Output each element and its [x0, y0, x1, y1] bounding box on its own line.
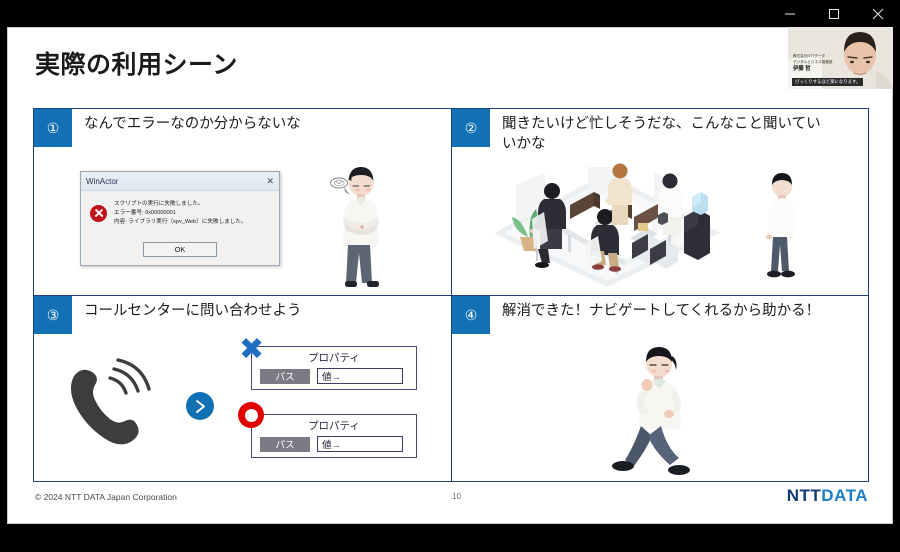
property-card-2-value[interactable]: 値→	[317, 436, 403, 452]
speaker-webcam-overlay[interactable]: 株式会社NTTデータ デジタルビジネス推進部 伊藤 哲 びっくりするほど楽になり…	[788, 27, 893, 89]
forward-arrow-icon	[186, 392, 214, 420]
scenario-panel-1: ① なんでエラーなのか分からないな WinActor ✕ スクリプトの実	[33, 108, 451, 295]
logo-data-text: DATA	[821, 486, 868, 505]
ntt-data-logo: NTTDATA	[787, 486, 868, 506]
panel-3-number-badge: ③	[34, 296, 72, 334]
prohibited-mark-icon	[238, 402, 264, 428]
scenario-panel-4: ④ 解消できた！ナビゲートしてくれるから助かる！	[451, 295, 869, 482]
ringing-phone-icon	[56, 352, 152, 457]
property-card-1-title: プロパティ	[308, 352, 360, 364]
footer-copyright: © 2024 NTT DATA Japan Corporation	[35, 492, 177, 502]
panel-4-header: ④ 解消できた！ナビゲートしてくれるから助かる！	[452, 296, 868, 334]
panel-3-body: プロパティ パス 値→ ✖ プロパティ パス 値→	[34, 334, 451, 481]
scenario-grid: ① なんでエラーなのか分からないな WinActor ✕ スクリプトの実	[33, 108, 869, 482]
confused-person-illustration	[330, 167, 379, 287]
maximize-button[interactable]	[812, 0, 856, 27]
speaker-company: 株式会社NTTデータ デジタルビジネス推進部	[793, 54, 833, 64]
error-line-2: エラー番号: 0x00000001	[114, 210, 176, 217]
busy-office-illustration	[494, 163, 720, 287]
page-title: 実際の利用シーン	[35, 51, 238, 79]
slide-canvas: 実際の利用シーン ① なんでエラーなのか分からないな WinActor ✕	[7, 27, 893, 524]
winactor-dialog-close-icon[interactable]: ✕	[266, 175, 274, 186]
logo-ntt-text: NTT	[786, 486, 822, 505]
property-card-1-value[interactable]: 値→	[317, 368, 403, 384]
property-card-2-key: パス	[260, 436, 310, 452]
scenario-panel-3: ③ コールセンターに問い合わせよう	[33, 295, 451, 482]
panel-3-title: コールセンターに問い合わせよう	[84, 303, 302, 319]
property-card-2-title: プロパティ	[308, 420, 360, 432]
winactor-dialog-titlebar: WinActor ✕	[81, 172, 279, 191]
minimize-button[interactable]	[768, 0, 812, 27]
property-card-2: プロパティ パス 値→	[251, 414, 417, 458]
speaker-person-name: 伊藤 哲	[793, 65, 811, 72]
winactor-error-dialog: WinActor ✕ スクリプトの実行に失敗しました。 エラー番号: 0x000…	[80, 171, 280, 266]
hesitant-person-illustration	[765, 173, 795, 278]
property-card-2-row: パス 値→	[252, 436, 416, 452]
close-button[interactable]	[856, 0, 900, 27]
panel-1-number-badge: ①	[34, 109, 72, 147]
relieved-person-illustration	[612, 347, 690, 475]
scenario-panel-2: ② 聞きたいけど忙しそうだな、こんなこと聞いてい いかな	[451, 108, 869, 295]
error-line-3: 内容: ライブラリ実行（spv_Web）に失敗しました。	[114, 219, 247, 226]
winactor-dialog-title: WinActor	[86, 176, 119, 186]
winactor-error-text: スクリプトの実行に失敗しました。 エラー番号: 0x00000001 内容: ラ…	[114, 200, 247, 227]
speaker-name-label: 株式会社NTTデータ デジタルビジネス推進部 伊藤 哲	[793, 54, 832, 73]
panel-2-header: ② 聞きたいけど忙しそうだな、こんなこと聞いてい いかな	[452, 109, 868, 152]
property-card-1-row: パス 値→	[252, 368, 416, 384]
winactor-dialog-content: スクリプトの実行に失敗しました。 エラー番号: 0x00000001 内容: ラ…	[81, 191, 279, 227]
panel-1-title: なんでエラーなのか分からないな	[84, 116, 301, 132]
panel-1-header: ① なんでエラーなのか分からないな	[34, 109, 451, 147]
panel-4-body	[452, 334, 868, 481]
property-card-1-key: パス	[260, 368, 310, 384]
property-card-1: プロパティ パス 値→	[251, 346, 417, 390]
window-titlebar	[0, 0, 900, 27]
slide-page-number: 10	[452, 492, 461, 501]
panel-1-body: WinActor ✕ スクリプトの実行に失敗しました。 エラー番号: 0x000…	[34, 147, 451, 295]
panel-4-number-badge: ④	[452, 296, 490, 334]
panel-2-title: 聞きたいけど忙しそうだな、こんなこと聞いてい いかな	[502, 116, 821, 152]
speaker-caption: びっくりするほど楽になります。	[792, 78, 864, 86]
panel-3-header: ③ コールセンターに問い合わせよう	[34, 296, 451, 334]
x-mark-icon: ✖	[239, 333, 265, 366]
panel-2-number-badge: ②	[452, 109, 490, 147]
winactor-ok-button[interactable]: OK	[143, 242, 217, 257]
panel-4-title: 解消できた！ナビゲートしてくれるから助かる！	[502, 303, 821, 319]
panel-2-body	[452, 147, 868, 295]
error-line-1: スクリプトの実行に失敗しました。	[114, 201, 204, 207]
error-icon	[90, 205, 107, 222]
